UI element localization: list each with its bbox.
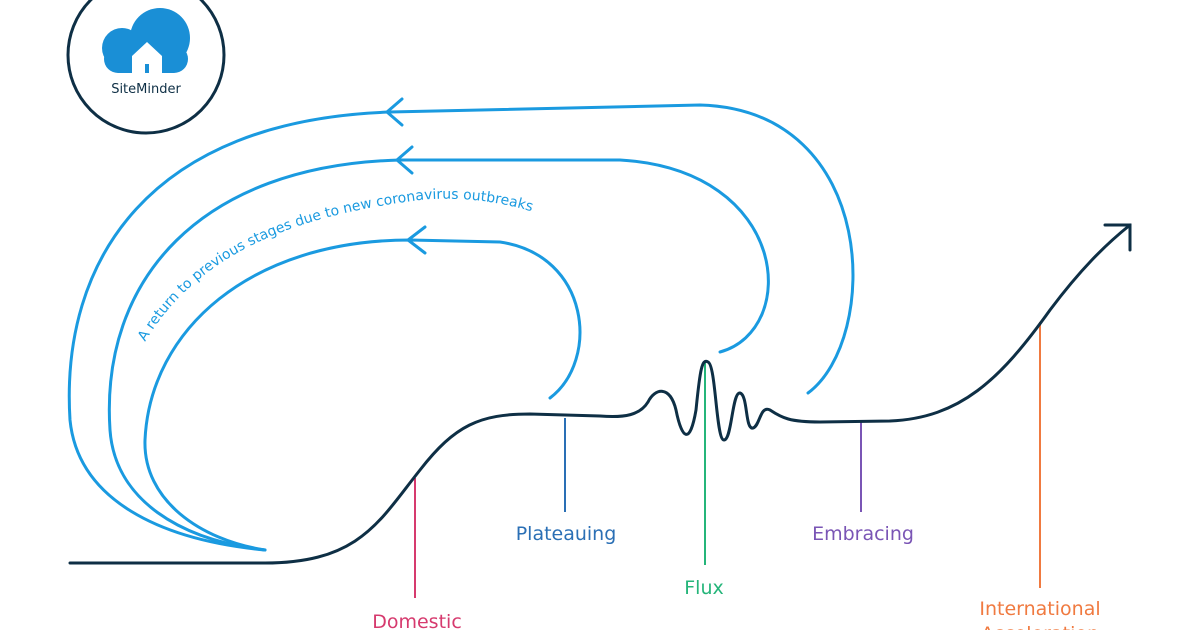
stage-plateauing: Plateauing [516,523,617,545]
stage-domestic: Domestic [372,611,462,630]
stage-flux: Flux [684,577,724,599]
loop-inner [143,238,582,552]
stage-embracing: Embracing [812,523,914,545]
logo-text: SiteMinder [111,82,181,97]
stage-markers [414,322,1041,598]
arrow-head-icon [1103,223,1132,252]
logo: SiteMinder [66,0,226,135]
stage-international: International [979,598,1100,620]
loop-middle [107,158,770,552]
return-loops [67,97,855,552]
recovery-curve [68,223,1132,565]
loop-outer [67,103,855,552]
stage-acceleration: Acceleration [981,623,1099,630]
stage-labels: Domestic Plateauing Flux Embracing Inter… [372,523,1100,630]
